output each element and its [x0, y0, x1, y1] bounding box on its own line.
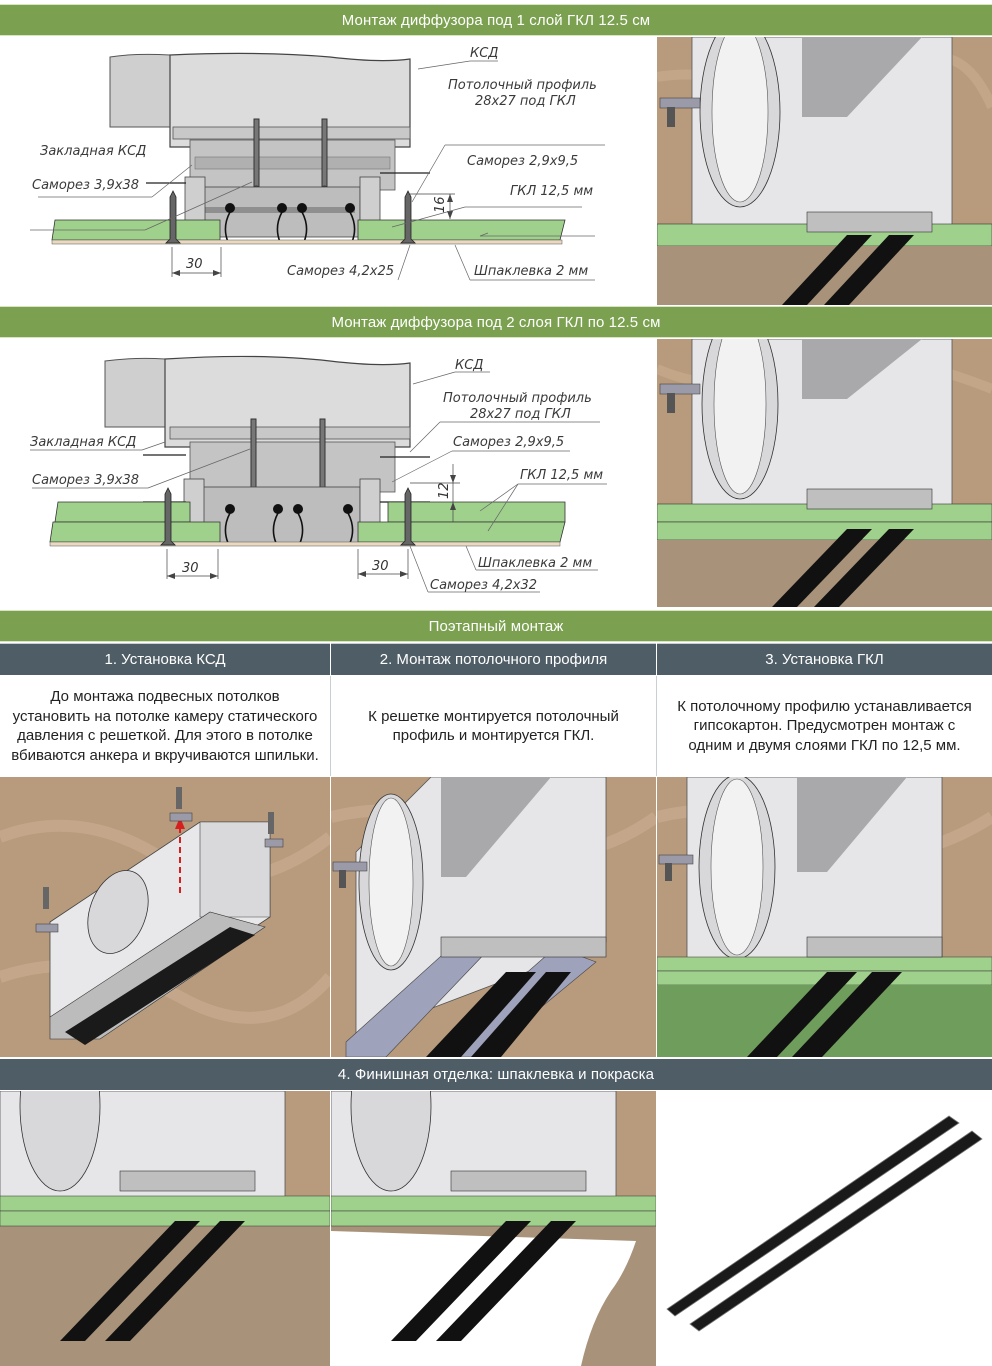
label-screw-2-9x9-5: Саморез 2,9х9,5: [453, 435, 564, 450]
drawing-2-svg: 30 30 12 КСД Потолочный профиль 28х27 по…: [30, 355, 607, 593]
step-3-render-image: [657, 777, 992, 1057]
step-4-putty-render-image: [0, 1091, 330, 1366]
dim-height-12: 12: [437, 482, 452, 499]
label-screw-2-9x9-5: Саморез 2,9х9,5: [467, 154, 578, 169]
step-4-header: 4. Финишная отделка: шпаклевка и покраск…: [0, 1059, 992, 1090]
step-2-title: 2. Монтаж потолочного профиля: [379, 651, 608, 668]
label-gkl: ГКЛ 12,5 мм: [510, 184, 593, 199]
label-embed: Закладная КСД: [40, 144, 146, 159]
label-profile-line1: Потолочный профиль: [443, 391, 592, 406]
section-1-technical-drawing: 30 16 КСД Потолочный профиль 28х27 под Г…: [0, 37, 655, 305]
section-2-title: Монтаж диффузора под 2 слоя ГКЛ по 12.5 …: [331, 313, 661, 331]
label-ksd: КСД: [455, 358, 483, 373]
label-screw-4-2x32: Саморез 4,2х32: [430, 578, 537, 593]
render-1-svg: [657, 37, 992, 305]
step-1-title: 1. Установка КСД: [104, 651, 226, 668]
step-1-render-svg: [0, 777, 330, 1057]
right-ceiling-profile: [359, 176, 381, 223]
label-gkl: ГКЛ 12,5 мм: [520, 468, 603, 483]
section-1-title-bar: Монтаж диффузора под 1 слой ГКЛ 12.5 см: [0, 4, 992, 36]
drawing-1-svg: 30 16 КСД Потолочный профиль 28х27 под Г…: [30, 46, 605, 281]
step-2-header: 2. Монтаж потолочного профиля: [331, 643, 656, 675]
step-4a-render-svg: [0, 1091, 330, 1366]
step-4-paint-render-image: [331, 1091, 656, 1366]
gkl-layer-1-right: [387, 501, 566, 523]
dim-offset-right-30: 30: [372, 559, 389, 574]
mount-arrow-head: [175, 817, 185, 829]
finished-slot-1: [666, 1115, 960, 1317]
step-3-title: 3. Установка ГКЛ: [765, 651, 884, 668]
steps-section-title: Поэтапный монтаж: [428, 617, 564, 635]
label-putty: Шпаклевка 2 мм: [474, 264, 588, 279]
section-1-title: Монтаж диффузора под 1 слой ГКЛ 12.5 см: [341, 11, 651, 29]
gkl-layer-2-left: [49, 521, 221, 543]
step-4-final-result-image: [657, 1091, 992, 1366]
bracket: [659, 97, 701, 109]
step-3-description: К потолочному профилю устанавливается ги…: [677, 697, 972, 754]
gkl-board-right: [357, 219, 566, 241]
step-3-render-svg: [657, 777, 992, 1057]
duct-left-block: [109, 53, 171, 128]
label-screw-3-9x38: Саморез 3,9х38: [32, 178, 139, 193]
label-profile-line2: 28х27 под ГКЛ: [475, 94, 576, 109]
slot-1: [782, 235, 872, 305]
duct-main-block: [169, 52, 411, 148]
putty-layer: [51, 239, 563, 245]
label-ksd: КСД: [470, 46, 498, 61]
column-divider: [330, 676, 331, 776]
column-divider: [656, 676, 657, 776]
dim-height-16: 16: [433, 196, 448, 213]
label-profile-line1: Потолочный профиль: [448, 78, 597, 93]
step-3-header: 3. Установка ГКЛ: [657, 643, 992, 675]
step-1-render-image: [0, 777, 330, 1057]
render-2-svg: [657, 339, 992, 607]
label-embed: Закладная КСД: [30, 435, 136, 450]
step-2-render-svg: [331, 777, 656, 1057]
dim-offset-left-30: 30: [182, 561, 199, 576]
slot-2: [824, 235, 914, 305]
left-ceiling-profile: [184, 176, 206, 223]
step-2-description: К решетке монтируется потолочный профиль…: [368, 707, 619, 745]
label-screw-3-9x38: Саморез 3,9х38: [32, 473, 139, 488]
grille-profiles: [199, 186, 361, 243]
section-1-render-image: [657, 37, 992, 305]
step-1-description: До монтажа подвесных потолков установить…: [11, 688, 319, 764]
step-2-render-image: [331, 777, 656, 1057]
label-putty: Шпаклевка 2 мм: [478, 556, 592, 571]
step-4b-render-svg: [331, 1091, 656, 1366]
section-2-render-image: [657, 339, 992, 607]
label-profile-line2: 28х27 под ГКЛ: [470, 407, 571, 422]
gkl-screws: [165, 190, 181, 244]
section-2-title-bar: Монтаж диффузора под 2 слоя ГКЛ по 12.5 …: [0, 306, 992, 338]
step-1-header: 1. Установка КСД: [0, 643, 330, 675]
duct-embed-plate: [172, 126, 411, 140]
finished-slot-2: [689, 1130, 983, 1332]
gkl-layer-2-right: [357, 521, 566, 543]
steps-section-title-bar: Поэтапный монтаж: [0, 610, 992, 642]
section-2-technical-drawing: 30 30 12 КСД Потолочный профиль 28х27 по…: [0, 339, 655, 607]
step-4-title: 4. Финишная отделка: шпаклевка и покраск…: [337, 1066, 655, 1083]
dim-offset-30: 30: [186, 257, 203, 272]
step-4c-render-svg: [657, 1091, 992, 1366]
label-screw-4-2x25: Саморез 4,2х25: [287, 264, 394, 279]
